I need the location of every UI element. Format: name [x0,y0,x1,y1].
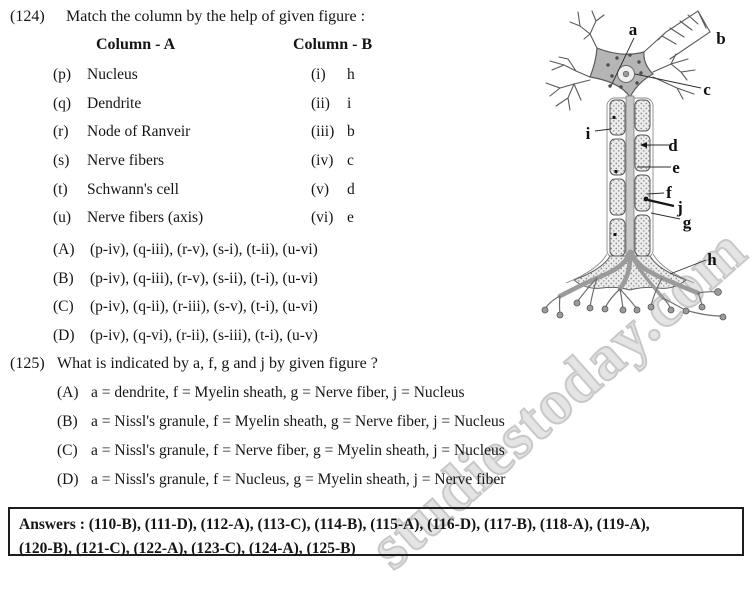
option-key: (D) [53,327,75,344]
figure-label-d: d [668,136,678,155]
j-pointer-line [647,198,675,208]
row-bkey: (iii) [311,123,335,140]
q125-option-a: (A) a = dendrite, f = Myelin sheath, g =… [0,384,560,408]
option-text: a = Nissl's granule, f = Nerve fiber, g … [91,442,505,459]
q124-option-b: (B) (p-iv), (q-iii), (r-v), (s-ii), (t-i… [0,270,560,294]
row-term: Nerve fibers (axis) [87,209,204,226]
row-term: Nerve fibers [87,152,165,169]
row-bval: c [347,152,354,169]
row-bkey: (v) [311,181,330,198]
q125-option-c: (C) a = Nissl's granule, f = Nerve fiber… [0,442,560,466]
q124-option-c: (C) (p-iv), (q-ii), (r-iii), (s-v), (t-i… [0,298,560,322]
option-text: (p-iv), (q-iii), (r-v), (s-i), (t-ii), (… [90,241,318,258]
nucleolus [622,70,630,78]
row-key: (s) [53,152,70,169]
option-key: (C) [57,442,78,459]
match-row: (r) Node of Ranveir (iii) b [0,123,560,147]
match-row: (s) Nerve fibers (iv) c [0,152,560,176]
match-row: (t) Schwann's cell (v) d [0,181,560,205]
row-bval: d [347,181,355,198]
option-text: a = dendrite, f = Myelin sheath, g = Ner… [91,384,465,401]
row-bkey: (vi) [311,209,334,226]
row-key: (q) [53,95,72,112]
row-term: Nucleus [87,66,138,83]
row-bval: i [347,95,352,112]
row-key: (t) [53,181,68,198]
option-text: (p-iv), (q-iii), (r-v), (s-ii), (t-i), (… [90,270,318,287]
row-key: (r) [53,123,69,140]
answers-box: Answers : (110-B), (111-D), (112-A), (11… [8,507,744,557]
flare-outline [565,253,695,284]
row-bkey: (i) [311,66,326,83]
figure-label-g: g [683,213,692,232]
axon-core [625,95,635,257]
row-term: Node of Ranveir [87,123,191,140]
figure-label-h: h [707,250,717,269]
column-b-header: Column - B [293,36,373,53]
q125-option-d: (D) a = Nissl's granule, f = Nucleus, g … [0,471,560,495]
option-key: (A) [53,241,75,258]
match-row: (q) Dendrite (ii) i [0,95,560,119]
option-key: (B) [53,270,74,287]
option-text: (p-iv), (q-vi), (r-ii), (s-iii), (t-i), … [90,327,318,344]
exam-page: { "watermark": "studiestoday.com", "q124… [0,8,752,584]
label-pointer-lines [594,37,707,275]
row-bval: b [347,123,355,140]
d-arrowhead [640,142,647,148]
figure-label-i: i [586,124,591,143]
option-text: (p-iv), (q-ii), (r-iii), (s-v), (t-i), (… [90,298,318,315]
synaptic-knobs [541,288,727,321]
row-bkey: (iv) [311,152,334,169]
q124-title: Match the column by the help of given fi… [66,8,366,25]
figure-label-j: j [676,198,683,217]
neuron-figure: a b c i d e f j g h [541,10,727,321]
option-text: a = Nissl's granule, f = Myelin sheath, … [91,413,505,430]
option-key: (C) [53,298,74,315]
q124-number: (124) [10,8,45,25]
q124-option-a: (A) (p-iv), (q-iii), (r-v), (s-i), (t-ii… [0,241,560,265]
row-term: Dendrite [87,95,142,112]
figure-label-f: f [666,183,672,202]
figure-label-c: c [703,80,711,99]
answers-line-1: Answers : (110-B), (111-D), (112-A), (11… [19,516,650,533]
nissl-granules [606,53,643,89]
q125-number: (125) [10,355,45,372]
row-bkey: (ii) [311,95,330,112]
answers-line-2: (120-B), (121-C), (122-A), (123-C), (124… [19,540,356,557]
figure-label-e: e [672,158,680,177]
match-row: (p) Nucleus (i) h [0,66,560,90]
q125-title: What is indicated by a, f, g and j by gi… [57,355,378,372]
option-key: (B) [57,413,78,430]
row-key: (p) [53,66,72,83]
option-key: (D) [57,471,79,488]
figure-label-a: a [629,20,638,39]
option-key: (A) [57,384,79,401]
row-bval: e [347,209,354,226]
q125-option-b: (B) a = Nissl's granule, f = Myelin shea… [0,413,560,437]
option-text: a = Nissl's granule, f = Nucleus, g = My… [91,471,506,488]
row-key: (u) [53,209,72,226]
row-term: Schwann's cell [87,181,179,198]
j-target-dot [643,196,649,202]
q124-option-d: (D) (p-iv), (q-vi), (r-ii), (s-iii), (t-… [0,327,560,351]
column-a-header: Column - A [96,36,176,53]
dendrite-branches [545,10,711,111]
content-layer: (124) Match the column by the help of gi… [0,8,744,557]
match-row: (u) Nerve fibers (axis) (vi) e [0,209,560,233]
figure-label-b: b [716,29,725,48]
row-bval: h [347,66,355,83]
